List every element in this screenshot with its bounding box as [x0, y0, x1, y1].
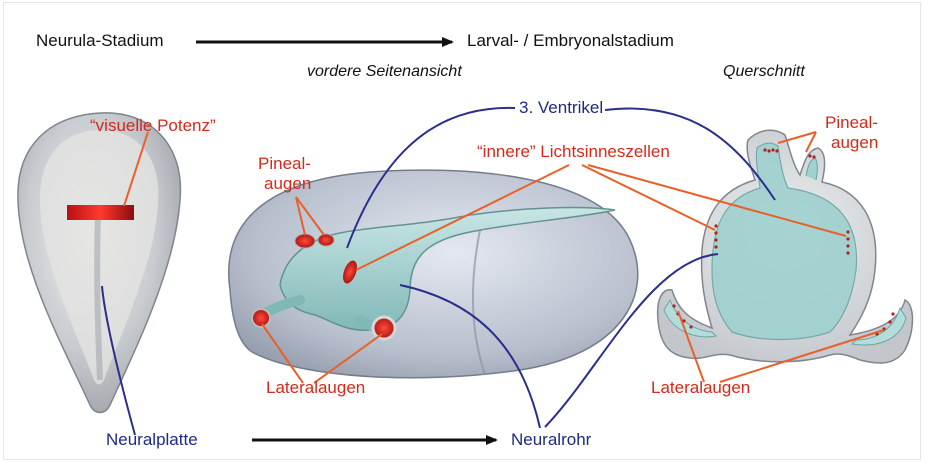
label-lateralaugen-right: Lateralaugen	[651, 378, 750, 398]
visual-potency-band	[67, 205, 134, 220]
label-neuralplatte: Neuralplatte	[106, 430, 198, 450]
label-lateralaugen-middle: Lateralaugen	[266, 378, 365, 398]
label-pineal-left-line2: augen	[264, 174, 311, 194]
view-label-cross: Querschnitt	[723, 62, 805, 82]
label-neuralrohr: Neuralrohr	[511, 430, 591, 450]
label-pineal-right-line2: augen	[831, 133, 878, 153]
cross-section-illustration	[658, 130, 913, 363]
stage-label-neurula: Neurula-Stadium	[36, 31, 164, 51]
label-visuelle-potenz: “visuelle Potenz”	[90, 116, 216, 136]
label-ventrikel: 3. Ventrikel	[519, 98, 603, 118]
label-pineal-right-line1: Pineal-	[825, 113, 878, 133]
larva-side-view-illustration	[229, 170, 638, 378]
view-label-side: vordere Seitenansicht	[307, 62, 462, 82]
stage-label-larval: Larval- / Embryonalstadium	[467, 31, 674, 51]
neural-plate-illustration	[18, 113, 181, 413]
label-pineal-left-line1: Pineal-	[258, 154, 311, 174]
label-innere-lichtsinneszellen: “innere” Lichtsinneszellen	[477, 142, 670, 162]
